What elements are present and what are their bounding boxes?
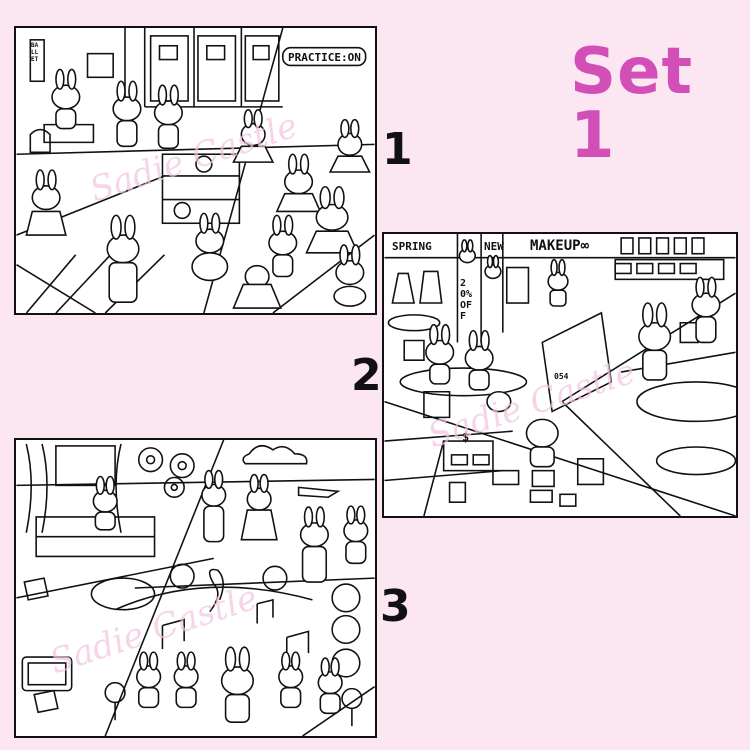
page-number-2: 2	[351, 350, 382, 401]
practice-sign: PRACTICE:ON	[288, 51, 361, 64]
sale-sign: 20%OFF	[460, 278, 473, 322]
page-number-3: 3	[380, 581, 411, 632]
makeup-sign: MAKEUP∞	[530, 238, 590, 254]
page-number-1: 1	[382, 124, 413, 175]
bunny-group-3	[92, 469, 369, 723]
coloring-page-2: SPRING NEW MAKEUP∞ 20%OFF $ 054 Sadie Ca…	[382, 232, 738, 518]
set-title: Set 1	[570, 35, 694, 173]
makeup-shop-scene	[384, 234, 736, 516]
bunny-group-2	[425, 239, 721, 468]
price-sign: $	[462, 430, 470, 444]
new-sign: NEW	[484, 240, 504, 253]
bunny-group-1	[25, 68, 371, 309]
ballet-poster: BALLET	[31, 42, 39, 63]
spring-sign: SPRING	[392, 240, 432, 253]
dance-studio-scene	[16, 28, 375, 313]
price-tag: 054	[554, 372, 569, 381]
music-studio-scene	[16, 440, 375, 736]
coloring-page-3: Sadie Castle	[14, 438, 377, 738]
coloring-page-1: PRACTICE:ON BALLET Sadie Castle	[14, 26, 377, 315]
